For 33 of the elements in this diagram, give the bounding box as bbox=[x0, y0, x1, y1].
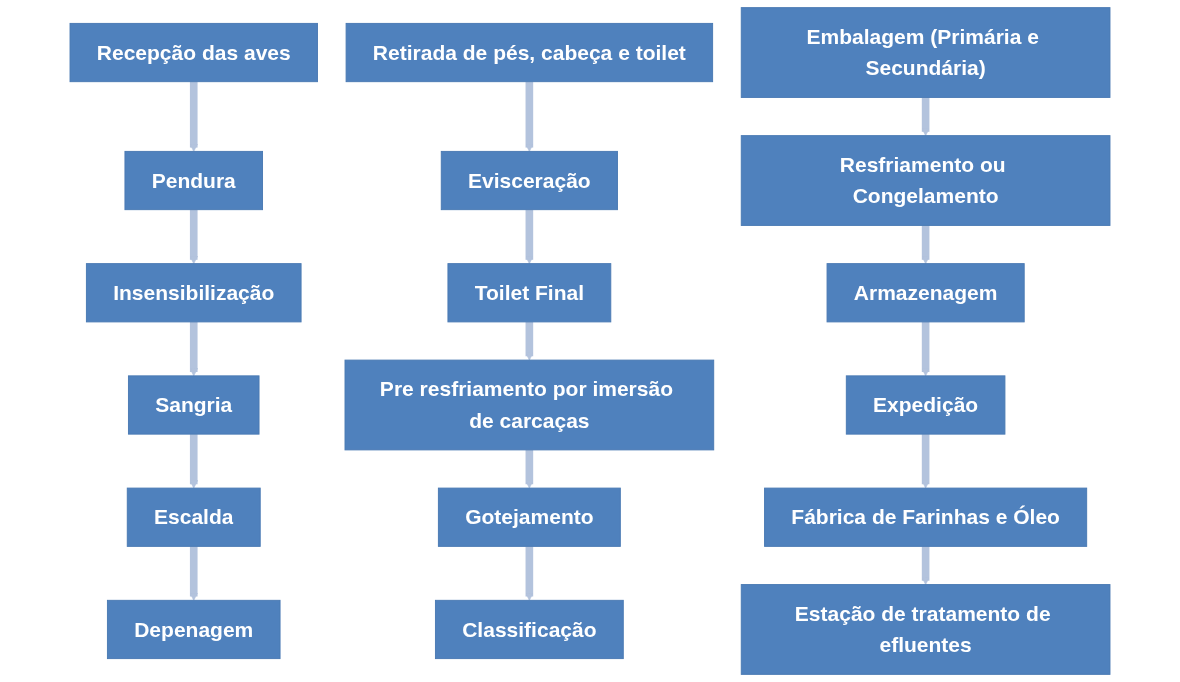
node-box: Resfriamento ou Congelamento bbox=[740, 135, 1111, 226]
node-box: Estação de tratamento de efluentes bbox=[740, 584, 1111, 675]
node-box: Escalda bbox=[126, 487, 261, 547]
arrow bbox=[189, 321, 198, 377]
node-box: Pre resfriamento por imersão de carcaças bbox=[344, 359, 715, 451]
arrow bbox=[525, 209, 534, 264]
node-box: Retirada de pés, cabeça e toilet bbox=[345, 22, 714, 83]
node-box: Fábrica de Farinhas e Óleo bbox=[764, 487, 1088, 547]
node-box: Classificação bbox=[434, 599, 624, 660]
node-box: Expedição bbox=[845, 375, 1006, 435]
node-box: Toilet Final bbox=[447, 263, 612, 323]
node-box: Embalagem (Primária e Secundária) bbox=[740, 7, 1111, 98]
node-box: Gotejamento bbox=[437, 487, 621, 547]
arrow bbox=[921, 545, 930, 585]
arrow bbox=[525, 81, 534, 152]
arrow bbox=[921, 224, 930, 264]
arrow bbox=[525, 449, 534, 489]
arrow bbox=[921, 321, 930, 377]
node-box: Insensibilização bbox=[85, 263, 302, 323]
arrow bbox=[525, 545, 534, 601]
arrow bbox=[189, 81, 198, 152]
arrow bbox=[189, 434, 198, 489]
arrow bbox=[525, 321, 534, 361]
node-box: Depenagem bbox=[106, 599, 281, 660]
arrow bbox=[189, 209, 198, 264]
arrow bbox=[189, 545, 198, 601]
arrow bbox=[921, 434, 930, 489]
node-box: Armazenagem bbox=[826, 263, 1025, 323]
node-box: Recepção das aves bbox=[69, 22, 318, 83]
arrow bbox=[921, 96, 930, 136]
node-box: Evisceração bbox=[440, 150, 618, 211]
node-box: Pendura bbox=[124, 150, 263, 211]
node-box: Sangria bbox=[127, 375, 260, 435]
